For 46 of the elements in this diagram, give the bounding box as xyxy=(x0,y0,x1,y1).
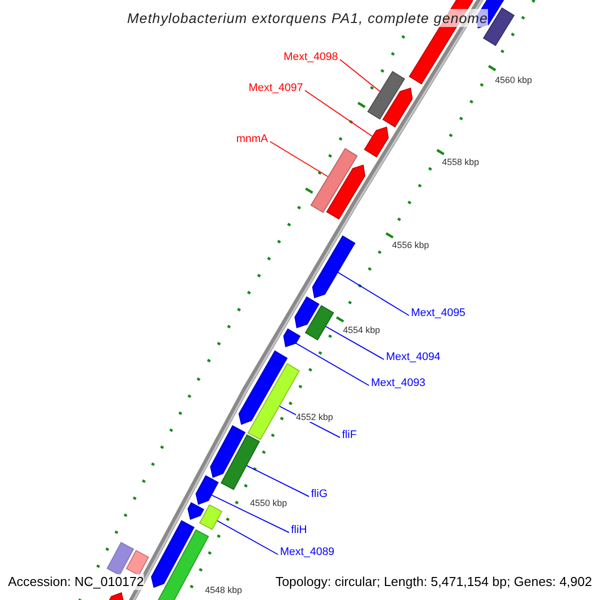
gene-label: fliF xyxy=(342,429,357,442)
gene-feature xyxy=(312,235,356,298)
scale-label: 4560 kbp xyxy=(495,75,532,85)
scale-label: 4548 kbp xyxy=(205,585,242,595)
info-text: Accession: NC_010172 xyxy=(8,574,144,590)
gene-feature xyxy=(238,350,288,425)
leader-line xyxy=(325,326,384,360)
gene-label: Mext_4098 xyxy=(284,51,338,64)
leader-line xyxy=(337,272,410,316)
gene-feature xyxy=(382,88,413,128)
gene-feature xyxy=(196,475,219,505)
gene-label: Mext_4095 xyxy=(411,307,466,320)
leader-line xyxy=(246,465,310,497)
gene-feature xyxy=(210,425,246,478)
leader-line xyxy=(304,90,374,138)
scale-label: 4550 kbp xyxy=(250,498,288,508)
gene-label: Mext_4094 xyxy=(386,351,440,364)
leader-line xyxy=(340,59,381,92)
gene-label: mnmA xyxy=(236,133,268,146)
gene-feature xyxy=(364,126,389,158)
gene-feature xyxy=(310,148,358,213)
leader-line xyxy=(270,141,328,178)
gene-feature xyxy=(367,70,406,120)
leader-line xyxy=(295,342,370,386)
gene-feature xyxy=(220,434,260,490)
leader-line xyxy=(216,520,278,555)
gene-label: Mext_4093 xyxy=(371,377,426,390)
gene-feature xyxy=(294,296,320,328)
gene-feature xyxy=(326,164,366,220)
scale-label: 4556 kbp xyxy=(392,240,430,250)
gene-feature xyxy=(283,328,301,348)
scale-label: 4558 kbp xyxy=(442,157,480,167)
gene-feature xyxy=(106,542,134,576)
gene-feature xyxy=(150,520,195,588)
gene-label: fliH xyxy=(291,524,307,537)
gene-feature xyxy=(199,504,222,530)
leader-line xyxy=(210,494,290,533)
diagram-title: Methylobacterium extorquens PA1, complete genome xyxy=(127,9,488,27)
info-text: Topology: circular; Length: 5,471,154 bp; Genes: 4,902 xyxy=(275,574,592,590)
gene-feature xyxy=(187,502,204,520)
gene-feature xyxy=(304,305,334,340)
gene-label: Mext_4089 xyxy=(280,546,334,559)
gene-label: Mext_4097 xyxy=(248,82,303,95)
gene-label: fliG xyxy=(311,488,328,501)
scale-label: 4552 kbp xyxy=(296,412,334,422)
scale-label: 4554 kbp xyxy=(343,325,380,335)
